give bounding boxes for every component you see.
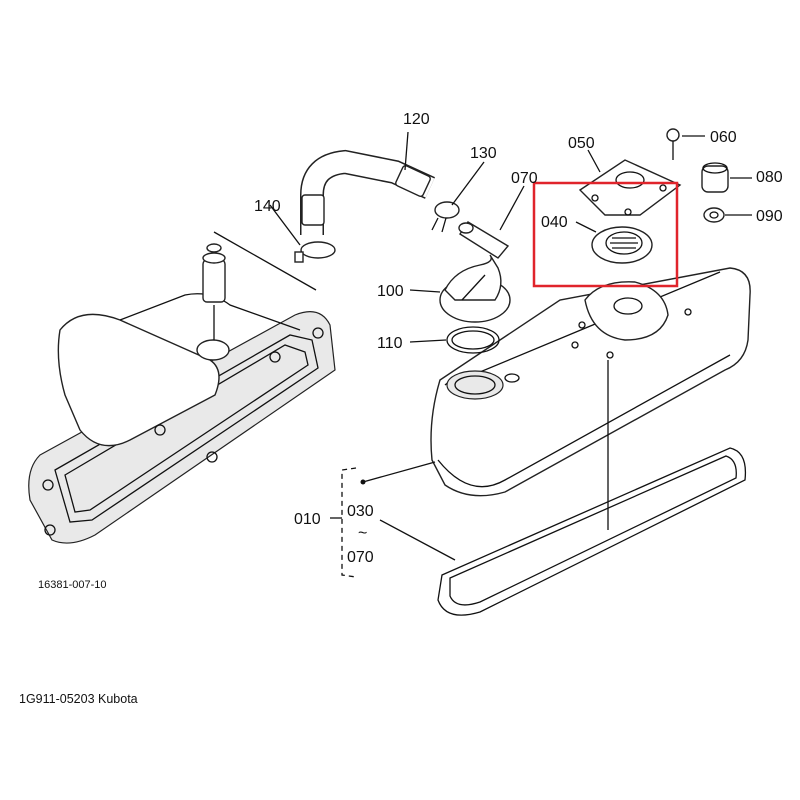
highlight-box <box>532 181 679 288</box>
part-label-070-pipe: 070 <box>511 170 538 187</box>
part-label-140: 140 <box>254 198 281 215</box>
part-label-080: 080 <box>756 169 783 186</box>
part-label-050: 050 <box>568 135 595 152</box>
drawing-code: 16381-007-10 <box>38 579 107 591</box>
part-label-110: 110 <box>377 335 403 352</box>
leader-lines <box>213 131 601 578</box>
o-ring-drawing <box>446 326 500 354</box>
valve-cover-drawing <box>430 267 751 530</box>
washer-drawing <box>703 207 752 223</box>
diaphragm-drawing <box>591 226 653 264</box>
hose-clamp-drawing <box>294 241 336 263</box>
gasket-drawing <box>437 447 747 616</box>
part-label-100: 100 <box>377 283 404 300</box>
part-label-060: 060 <box>710 129 737 146</box>
cap-nut-drawing <box>701 162 752 193</box>
breather-fitting-drawing <box>202 243 226 340</box>
hose-drawing <box>300 149 435 235</box>
part-label-030: 030 <box>347 503 374 520</box>
part-label-010: 010 <box>294 511 321 528</box>
caption: 1G911-05203 Kubota <box>19 692 138 706</box>
oil-cap-drawing <box>439 254 511 323</box>
part-label-130: 130 <box>470 145 497 162</box>
part-label-120: 120 <box>403 111 430 128</box>
part-label-090: 090 <box>756 208 783 225</box>
bolt-drawing <box>666 128 705 160</box>
breather-cover-drawing <box>578 159 682 216</box>
pipe-drawing <box>458 221 510 259</box>
clamp-drawing <box>431 201 460 233</box>
part-label-tilde: ~ <box>358 525 367 542</box>
intake-manifold-drawing <box>28 293 336 544</box>
part-label-070-range: 070 <box>347 549 374 566</box>
part-label-040: 040 <box>541 214 568 231</box>
